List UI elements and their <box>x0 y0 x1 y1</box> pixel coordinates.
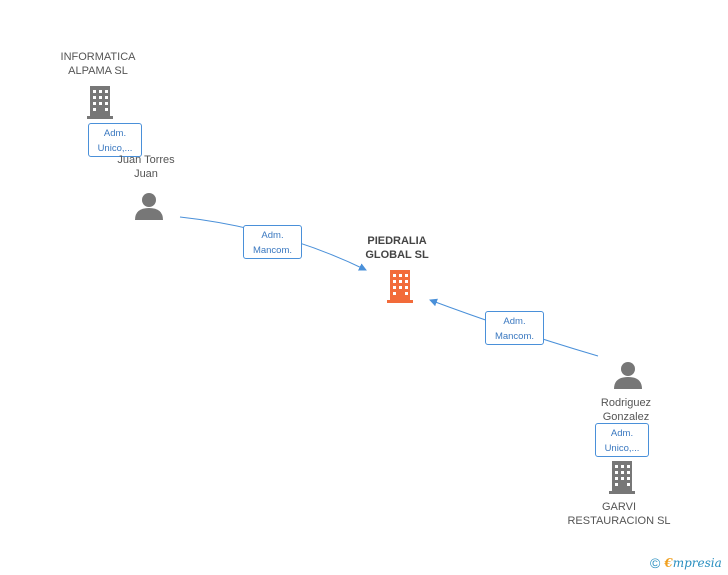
role-badge-line1: Adm. <box>103 128 127 139</box>
role-badge-juan-piedralia[interactable]: Adm. Mancom. <box>243 225 302 259</box>
company-informatica-label[interactable]: INFORMATICA ALPAMA SL <box>48 50 148 78</box>
company-piedralia-label[interactable]: PIEDRALIA GLOBAL SL <box>347 234 447 262</box>
company-informatica-name-line1: INFORMATICA <box>60 51 136 63</box>
role-badge-line1: Adm. <box>261 230 284 241</box>
role-badge-line2: Unico,... <box>604 443 640 454</box>
person-rodriguez-name-line1: Rodriguez <box>600 397 652 409</box>
copyright-icon: © <box>650 555 661 571</box>
role-badge-line2: Mancom. <box>494 331 535 342</box>
person-rodriguez-label[interactable]: Rodriguez Gonzalez <box>576 396 676 424</box>
person-icon[interactable] <box>613 361 643 389</box>
footer-brand: © €mpresia <box>650 555 722 571</box>
role-badge-rodriguez-piedralia[interactable]: Adm. Mancom. <box>485 311 544 345</box>
company-garvi-name-line1: GARVI <box>601 501 637 513</box>
company-piedralia-name-line2: GLOBAL SL <box>365 249 429 261</box>
building-icon[interactable] <box>384 268 416 304</box>
role-badge-informatica-juan[interactable]: Adm. Unico,... <box>88 123 142 157</box>
person-juan-label[interactable]: Juan Torres Juan <box>96 153 196 181</box>
role-badge-line2: Unico,... <box>97 143 133 154</box>
company-garvi-label[interactable]: GARVI RESTAURACION SL <box>559 500 679 528</box>
role-badge-garvi-rodriguez[interactable]: Adm. Unico,... <box>595 423 649 457</box>
person-rodriguez-name-line2: Gonzalez <box>602 411 650 423</box>
person-juan-name-line1: Juan Torres <box>117 154 175 166</box>
role-badge-line1: Adm. <box>503 316 526 327</box>
person-juan-name-line2: Juan <box>134 168 158 180</box>
brand-logo: €mpresia <box>664 556 721 570</box>
building-icon[interactable] <box>85 84 115 120</box>
company-garvi-name-line2: RESTAURACION SL <box>567 515 671 527</box>
building-icon[interactable] <box>607 459 637 495</box>
role-badge-line2: Mancom. <box>252 245 293 256</box>
role-badge-line1: Adm. <box>610 428 634 439</box>
company-informatica-name-line2: ALPAMA SL <box>68 65 128 77</box>
brand-name: mpresia <box>672 556 722 570</box>
person-icon[interactable] <box>134 192 164 220</box>
brand-initial: € <box>664 556 673 570</box>
company-piedralia-name-line1: PIEDRALIA <box>367 235 427 247</box>
